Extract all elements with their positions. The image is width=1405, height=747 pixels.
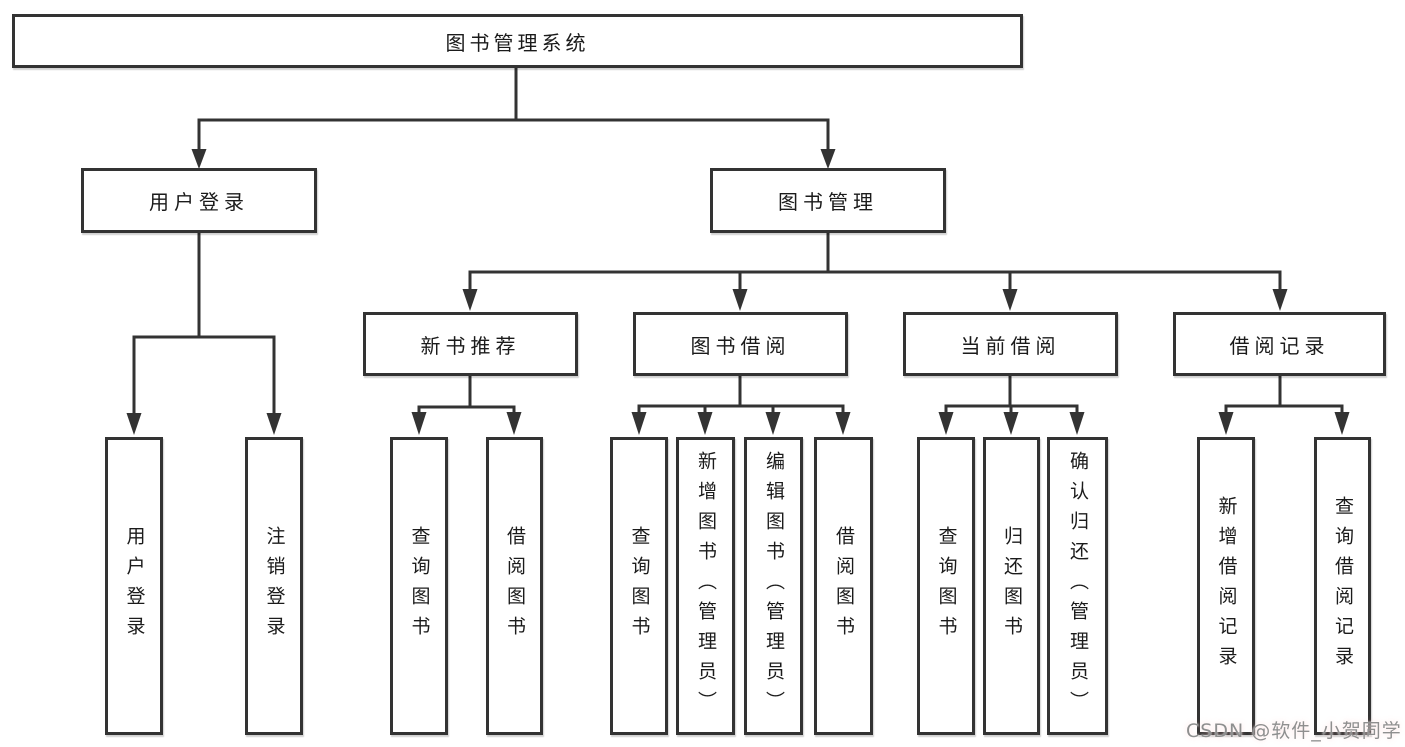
node-book-management: 图书管理	[710, 168, 946, 233]
leaf-borrow-books-recommend: 借阅图书	[486, 437, 543, 735]
leaf-add-book-admin: 新增图书（管理员）	[676, 437, 735, 735]
watermark: CSDN @软件_小贺同学	[1186, 720, 1402, 742]
leaf-query-books-current: 查询图书	[917, 437, 975, 735]
leaf-add-borrow-record: 新增借阅记录	[1197, 437, 1255, 735]
leaf-logout: 注销登录	[245, 437, 303, 735]
leaf-confirm-return-admin: 确认归还（管理员）	[1047, 437, 1108, 735]
leaf-user-login: 用户登录	[105, 437, 163, 735]
leaf-return-books: 归还图书	[983, 437, 1040, 735]
arrowheads	[126, 149, 1350, 435]
node-new-book-recommendation: 新书推荐	[363, 312, 578, 376]
leaf-query-books-recommend: 查询图书	[390, 437, 448, 735]
node-user-login: 用户登录	[81, 168, 317, 233]
leaf-query-books-borrowing: 查询图书	[610, 437, 668, 735]
node-current-borrowing: 当前借阅	[903, 312, 1118, 376]
leaf-query-borrow-record: 查询借阅记录	[1314, 437, 1371, 735]
connector-paths	[132, 68, 1344, 414]
node-library-system: 图书管理系统	[12, 14, 1023, 68]
node-borrowing-records: 借阅记录	[1173, 312, 1386, 376]
node-book-borrowing: 图书借阅	[633, 312, 848, 376]
leaf-borrow-books-borrowing: 借阅图书	[814, 437, 873, 735]
leaf-edit-book-admin: 编辑图书（管理员）	[744, 437, 803, 735]
